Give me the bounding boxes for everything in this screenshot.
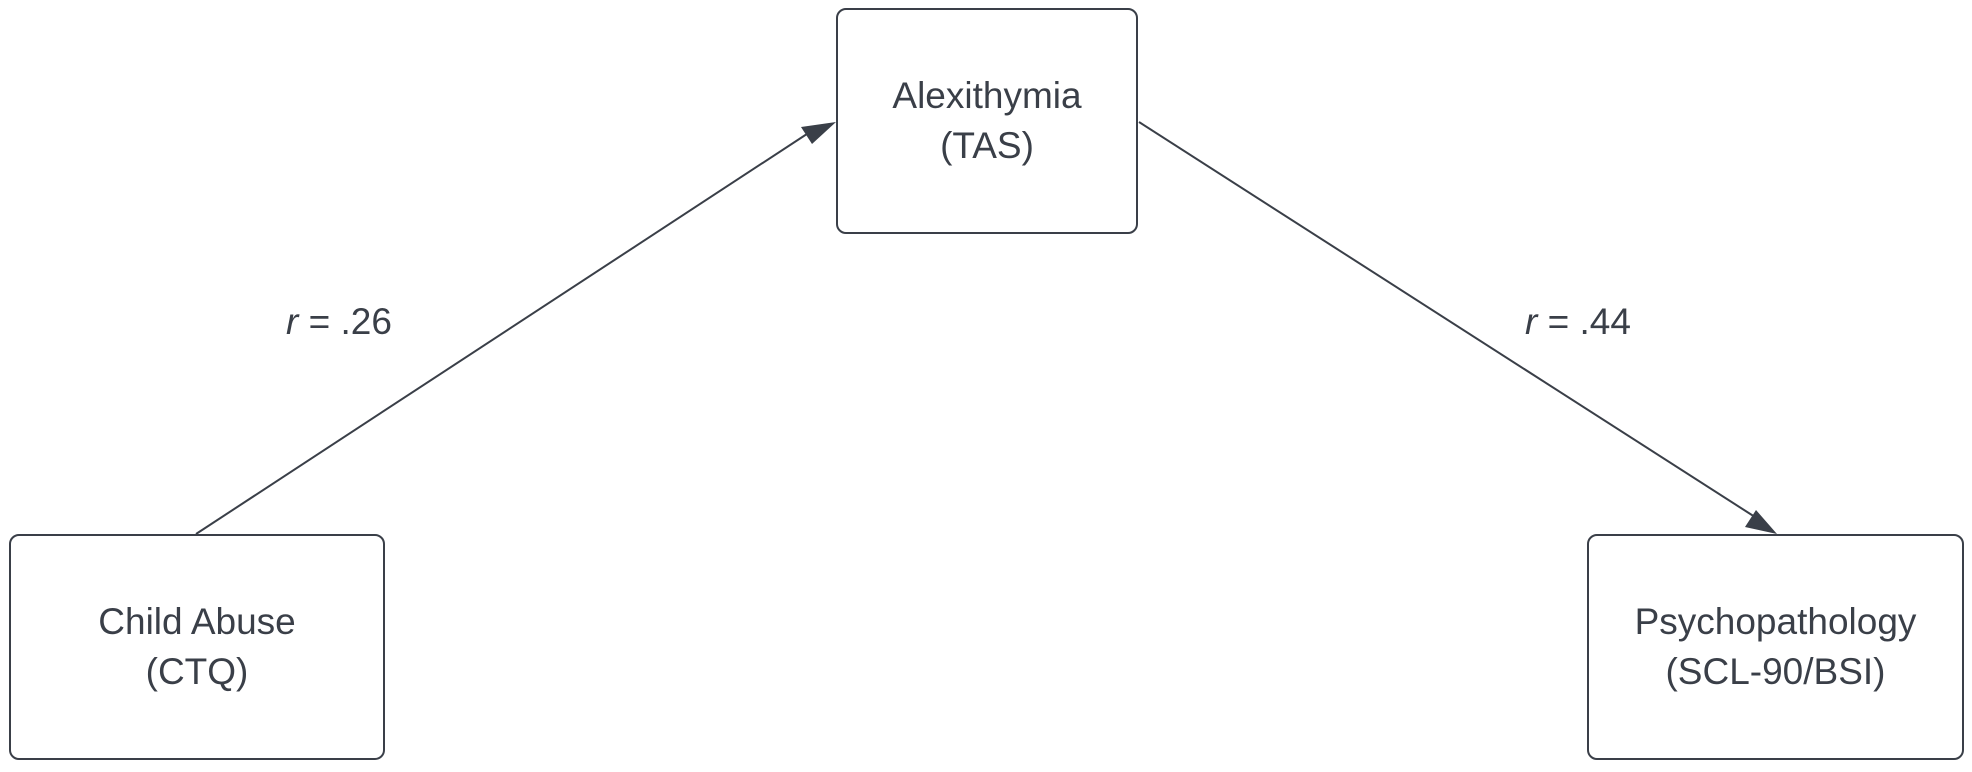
edge-label-1-var: r	[286, 301, 299, 342]
arrowhead-alexithymia	[801, 122, 836, 144]
node-child-abuse[interactable]: Child Abuse (CTQ)	[9, 534, 385, 760]
node-psychopathology-title: Psychopathology	[1634, 601, 1917, 642]
node-child-abuse-title: Child Abuse	[98, 601, 296, 642]
node-alexithymia-measure: (TAS)	[940, 125, 1034, 166]
edge-label-2-var: r	[1525, 301, 1538, 342]
edge-child-abuse-to-alexithymia	[195, 129, 814, 535]
node-alexithymia[interactable]: Alexithymia (TAS)	[836, 8, 1138, 234]
arrowhead-psychopathology	[1745, 510, 1777, 534]
node-psychopathology[interactable]: Psychopathology (SCL-90/BSI)	[1587, 534, 1964, 760]
edge-label-2-value: = .44	[1537, 301, 1631, 342]
edge-label-child-abuse-alexithymia: r = .26	[286, 300, 392, 344]
edge-alexithymia-to-psychopathology	[1138, 121, 1756, 518]
node-child-abuse-measure: (CTQ)	[145, 651, 249, 692]
edge-label-1-value: = .26	[298, 301, 392, 342]
node-alexithymia-title: Alexithymia	[892, 75, 1082, 116]
edge-label-alexithymia-psychopathology: r = .44	[1525, 300, 1631, 344]
node-psychopathology-measure: (SCL-90/BSI)	[1665, 651, 1886, 692]
